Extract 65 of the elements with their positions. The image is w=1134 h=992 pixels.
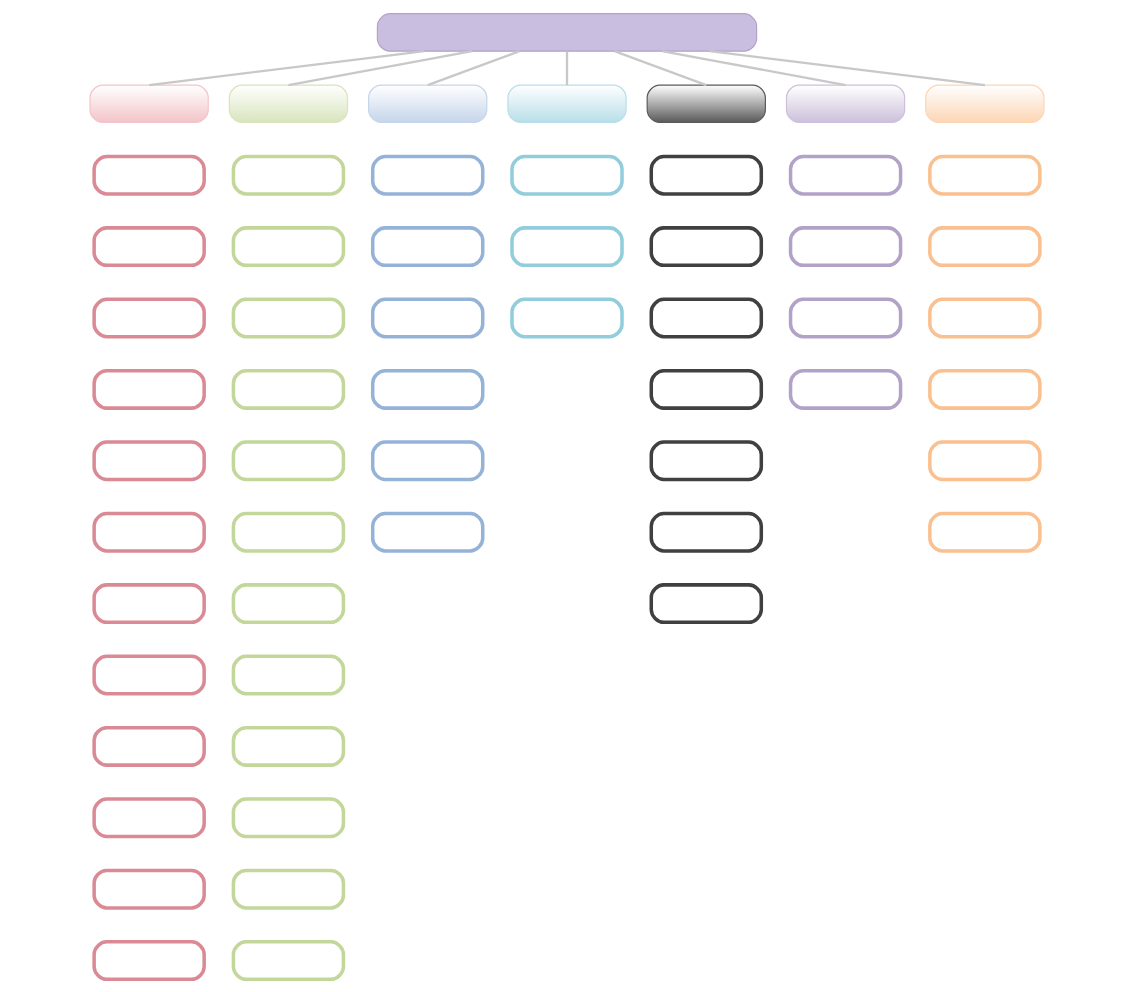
node-box xyxy=(92,939,206,981)
node-box xyxy=(370,225,485,267)
node-box xyxy=(785,84,906,123)
node-box xyxy=(231,439,346,481)
node-box xyxy=(370,368,485,410)
node-box xyxy=(788,368,903,410)
node-box xyxy=(231,368,346,410)
connector xyxy=(149,49,425,86)
node-box xyxy=(89,84,209,123)
connector xyxy=(661,49,846,86)
node-box xyxy=(92,154,206,196)
node-box xyxy=(649,368,764,410)
node-box xyxy=(231,654,346,695)
node-box xyxy=(228,84,349,123)
connector xyxy=(427,49,520,86)
node-box xyxy=(507,84,627,123)
node-box xyxy=(92,368,206,410)
node-box xyxy=(928,154,1042,196)
node-box xyxy=(646,84,766,123)
node-box xyxy=(92,725,206,767)
node-box xyxy=(92,868,206,910)
node-box xyxy=(788,154,903,196)
node-box xyxy=(370,511,485,553)
node-box xyxy=(92,439,206,481)
node-box xyxy=(231,154,346,196)
node-box xyxy=(649,297,764,338)
node-box xyxy=(649,154,764,196)
node-box xyxy=(231,582,346,624)
node-box xyxy=(376,12,758,52)
node-box xyxy=(649,511,764,553)
node-box xyxy=(788,225,903,267)
node-box xyxy=(510,154,624,196)
connector xyxy=(709,49,985,86)
node-box xyxy=(231,225,346,267)
node-box xyxy=(231,297,346,338)
node-box xyxy=(231,725,346,767)
node-box xyxy=(92,511,206,553)
node-box xyxy=(231,511,346,553)
node-box xyxy=(928,439,1042,481)
node-box xyxy=(649,439,764,481)
connector xyxy=(288,49,473,86)
node-box xyxy=(370,297,485,338)
node-box xyxy=(92,297,206,338)
connector xyxy=(614,49,707,86)
node-box xyxy=(92,654,206,695)
node-box xyxy=(788,297,903,338)
node-box xyxy=(92,225,206,267)
node-box xyxy=(928,225,1042,267)
node-box xyxy=(928,368,1042,410)
node-box xyxy=(92,796,206,838)
node-box xyxy=(231,868,346,910)
connector xyxy=(565,51,569,85)
node-box xyxy=(368,84,488,123)
node-box xyxy=(92,582,206,624)
node-box xyxy=(649,582,764,624)
node-box xyxy=(928,511,1042,553)
node-box xyxy=(510,225,624,267)
node-box xyxy=(231,939,346,981)
node-box xyxy=(925,84,1045,123)
node-box xyxy=(928,297,1042,338)
node-box xyxy=(231,796,346,838)
node-box xyxy=(370,154,485,196)
node-box xyxy=(510,297,624,338)
node-box xyxy=(370,439,485,481)
node-box xyxy=(649,225,764,267)
